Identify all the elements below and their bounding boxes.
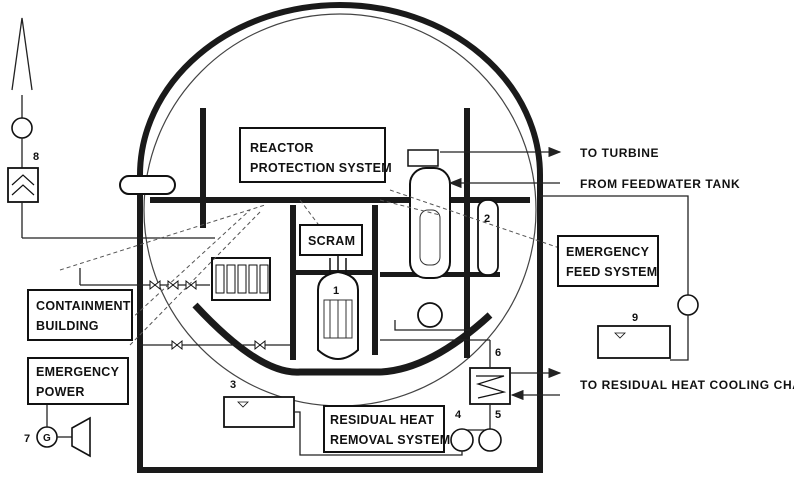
pump-4 xyxy=(451,429,473,451)
tank-2 xyxy=(478,200,498,275)
stack-fan xyxy=(12,118,32,138)
to-residual-cooling-label: TO RESIDUAL HEAT COOLING CHAIN xyxy=(580,378,794,392)
residual-heat-label-1: RESIDUAL HEAT xyxy=(330,413,434,427)
emergency-feed-label-1: EMERGENCY xyxy=(566,245,650,259)
pool-heat-exchanger xyxy=(212,258,270,300)
label-number-9: 9 xyxy=(632,312,638,324)
pressurizer-tank xyxy=(120,176,175,194)
reactor-cavity-wall-right xyxy=(372,205,378,355)
label-number-3: 3 xyxy=(230,379,236,391)
right-interior-wall xyxy=(464,108,470,358)
label-number-6: 6 xyxy=(495,347,501,359)
tank-9 xyxy=(598,326,670,358)
residual-heat-exchanger xyxy=(470,368,510,404)
residual-heat-label-2: REMOVAL SYSTEM xyxy=(330,433,450,447)
scram-label: SCRAM xyxy=(308,234,355,248)
label-number-1: 1 xyxy=(333,285,339,297)
label-number-7: 7 xyxy=(24,433,30,445)
generator-symbol: G xyxy=(43,433,51,444)
from-feedwater-label: FROM FEEDWATER TANK xyxy=(580,177,740,191)
label-number-5: 5 xyxy=(495,409,501,421)
label-number-4: 4 xyxy=(455,409,462,421)
label-number-8: 8 xyxy=(33,151,39,163)
diesel-engine-icon xyxy=(72,418,90,456)
main-coolant-pump xyxy=(418,303,442,327)
emergency-power-label-1: EMERGENCY xyxy=(36,365,120,379)
containment-label-2: BUILDING xyxy=(36,319,99,333)
floor-slab xyxy=(150,197,530,203)
left-interior-wall xyxy=(200,108,206,228)
emergency-feed-pump xyxy=(678,295,698,315)
to-turbine-label: TO TURBINE xyxy=(580,146,659,160)
emergency-feed-label-2: FEED SYSTEM xyxy=(566,265,658,279)
reactor-protection-label-2: PROTECTION SYSTEM xyxy=(250,161,392,175)
containment-label-1: CONTAINMENT xyxy=(36,299,131,313)
reactor-cavity-wall-left xyxy=(290,205,296,360)
tank-3 xyxy=(224,397,294,427)
emergency-power-label-2: POWER xyxy=(36,385,85,399)
pump-5 xyxy=(479,429,501,451)
reactor-protection-label-1: REACTOR xyxy=(250,141,314,155)
steam-generator xyxy=(408,150,450,278)
label-number-2: 2 xyxy=(484,213,490,225)
ventilation-stack xyxy=(12,18,32,90)
